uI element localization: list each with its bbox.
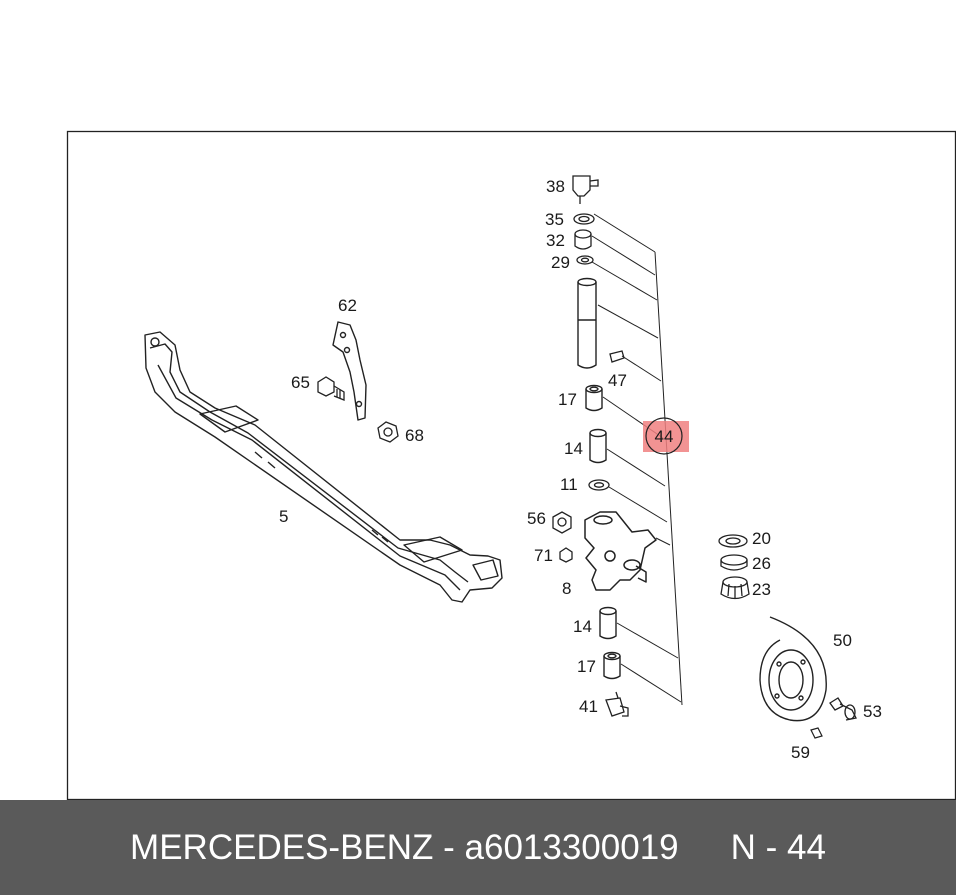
part-number-text: MERCEDES-BENZ - a6013300019: [130, 827, 679, 867]
grease-nipple: [572, 175, 599, 204]
callout-47[interactable]: 47: [608, 371, 627, 390]
screw: [810, 727, 823, 739]
washer: [576, 255, 594, 265]
highlight-callout[interactable]: 44: [643, 417, 689, 455]
callout-38[interactable]: 38: [546, 177, 565, 196]
parts-diagram: 44 38 35 32 29 62 65 68 47 17 14 11 5 56…: [66, 130, 956, 800]
nut: [377, 421, 399, 443]
tapered-bearing: [720, 576, 750, 600]
axle-beam: [144, 331, 503, 603]
needle-bearing-upper: [585, 384, 603, 412]
bearing-race: [720, 554, 748, 571]
highlight-label: 44: [655, 427, 674, 446]
callout-53[interactable]: 53: [863, 702, 882, 721]
highlight-box: [643, 421, 689, 452]
hex-nut: [552, 511, 572, 534]
callout-17-lower[interactable]: 17: [577, 657, 596, 676]
callout-50[interactable]: 50: [833, 631, 852, 650]
callout-17-upper[interactable]: 17: [558, 390, 577, 409]
steering-knuckle: [584, 511, 657, 591]
callout-14-upper[interactable]: 14: [564, 439, 583, 458]
diagram-reference: N - 44: [730, 827, 826, 867]
callout-14-lower[interactable]: 14: [573, 617, 592, 636]
seal-ring: [718, 534, 748, 548]
callout-5[interactable]: 5: [279, 507, 288, 526]
callout-32[interactable]: 32: [546, 231, 565, 250]
bushing-lower: [599, 606, 617, 640]
bushing-upper: [589, 428, 607, 464]
callout-35[interactable]: 35: [545, 210, 564, 229]
callout-8[interactable]: 8: [562, 579, 571, 598]
callout-20[interactable]: 20: [752, 529, 771, 548]
bolt: [317, 376, 345, 401]
wedge-pin: [609, 350, 625, 363]
diagram-frame: [66, 130, 956, 800]
callout-41[interactable]: 41: [579, 697, 598, 716]
small-nut: [559, 547, 573, 563]
needle-bearing-lower: [603, 651, 621, 680]
callout-71[interactable]: 71: [534, 546, 553, 565]
footer-bar: MERCEDES-BENZ - a6013300019 N - 44: [0, 800, 956, 895]
bracket: [332, 321, 367, 421]
callout-23[interactable]: 23: [752, 580, 771, 599]
callout-29[interactable]: 29: [551, 253, 570, 272]
callout-68[interactable]: 68: [405, 426, 424, 445]
retaining-ring: [573, 213, 595, 225]
highlight-circle: [645, 417, 683, 455]
callout-62[interactable]: 62: [338, 296, 357, 315]
cap: [574, 229, 592, 250]
callout-56[interactable]: 56: [527, 509, 546, 528]
thrust-washer: [588, 479, 610, 491]
callout-26[interactable]: 26: [752, 554, 771, 573]
callout-labels: 38 35 32 29 62 65 68 47 17 14 11 5 56 71…: [279, 177, 882, 762]
dust-shield: [759, 616, 827, 722]
callout-11[interactable]: 11: [560, 475, 578, 494]
grease-nipple-lower: [605, 691, 629, 717]
king-pin: [577, 277, 597, 369]
leader-lines: [591, 213, 683, 706]
callout-65[interactable]: 65: [291, 373, 310, 392]
callout-59[interactable]: 59: [791, 743, 810, 762]
bolt-lower: [829, 697, 857, 721]
